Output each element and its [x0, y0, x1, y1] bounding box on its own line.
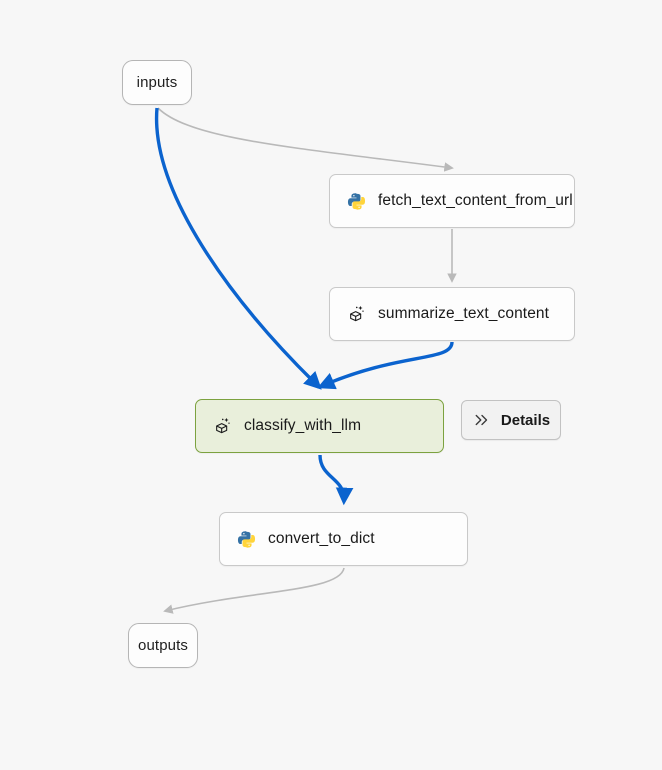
node-label: fetch_text_content_from_url [378, 192, 573, 209]
node-outputs[interactable]: outputs [128, 623, 198, 668]
double-chevron-right-icon [472, 410, 492, 430]
node-label: summarize_text_content [378, 305, 550, 322]
edge-inputs-to-classify [154, 107, 322, 390]
node-inputs[interactable]: inputs [122, 60, 192, 105]
llm-cube-icon [212, 416, 232, 436]
python-icon [236, 529, 256, 549]
node-label: inputs [136, 74, 178, 91]
details-button[interactable]: Details [461, 400, 561, 440]
node-classify-with-llm[interactable]: classify_with_llm [195, 399, 444, 453]
node-label: convert_to_dict [268, 530, 375, 547]
edge-convert-to-outputs [163, 567, 345, 614]
edge-classify-to-convert [318, 454, 354, 506]
node-summarize-text-content[interactable]: summarize_text_content [329, 287, 575, 341]
details-button-label: Details [500, 411, 551, 429]
edge-inputs-to-fetch [157, 107, 454, 172]
node-convert-to-dict[interactable]: convert_to_dict [219, 512, 468, 566]
edge-summarize-to-classify [317, 341, 454, 390]
node-label: classify_with_llm [244, 417, 362, 434]
node-fetch-text-content-from-url[interactable]: fetch_text_content_from_url [329, 174, 575, 228]
python-icon [346, 191, 366, 211]
llm-cube-icon [346, 304, 366, 324]
node-label: outputs [138, 637, 188, 654]
